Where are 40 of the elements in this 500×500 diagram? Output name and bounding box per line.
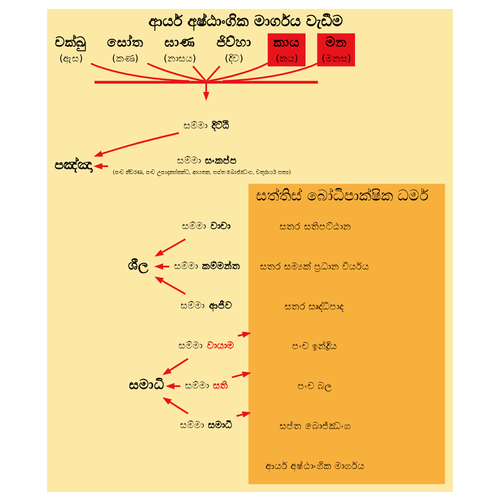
node-text: සම්මා කම්මන්ත (174, 260, 240, 272)
arrow (162, 358, 188, 375)
node-text: සම්මා වායාම (178, 340, 234, 351)
node-text: පඤ්ඤා (54, 156, 92, 172)
arrow (203, 82, 210, 100)
node-text: සම්මා දිට්ඨි (184, 120, 230, 132)
node-text: ඝාණ (නාසය) (164, 34, 196, 64)
arrow (162, 396, 188, 414)
node-text: සතර සම්‍යක් ප්‍රධාන වීර්යය (260, 260, 369, 272)
node-text: සම්මා සමාධි (180, 420, 232, 431)
node-text: ආර්ය අෂ්ඨාංගික මාර්ගය (265, 460, 364, 472)
node-bar (94, 80, 318, 84)
arrow (232, 371, 252, 378)
connector (222, 62, 318, 82)
node-text: පංච ඉන්ද්‍රිය (292, 340, 338, 352)
connector (192, 65, 206, 82)
node-text: සම්මා වාචා (182, 220, 230, 232)
node-text: සතර සෘද්ධිපාද (284, 300, 344, 312)
arrow (94, 132, 180, 156)
node-text: සම්මා සංකප්ප (176, 155, 238, 166)
node-text: චක්ඛු (ඇස) (54, 34, 86, 64)
connector (206, 65, 220, 82)
connector (146, 62, 205, 82)
diagram-title: ආර්ය අෂ්ඨාංගික මාර්ගය වැඩීම (148, 11, 344, 30)
node-box: මන (මනස) (317, 32, 355, 66)
arrow (154, 276, 186, 294)
node-text: සප්ත බොජ්ඣංග (280, 420, 351, 432)
arrow (154, 262, 170, 270)
node-text: සෝත (කණ) (107, 34, 144, 64)
node-box: කාය (කය) (268, 32, 306, 66)
node-text: සම්මා සති (184, 380, 228, 391)
node-text: සමාධි (129, 376, 164, 392)
arrow (154, 238, 186, 256)
node-text: පංච බල (298, 380, 333, 392)
node-text: ජිව්හා (දිව) (216, 34, 252, 64)
connector (90, 62, 190, 82)
node-text: සතර සතිපට්ඨාන (280, 221, 351, 232)
node-text: සම්මා ආජීව (180, 300, 232, 312)
connector (208, 62, 268, 82)
node-text: ශීල (128, 256, 149, 273)
